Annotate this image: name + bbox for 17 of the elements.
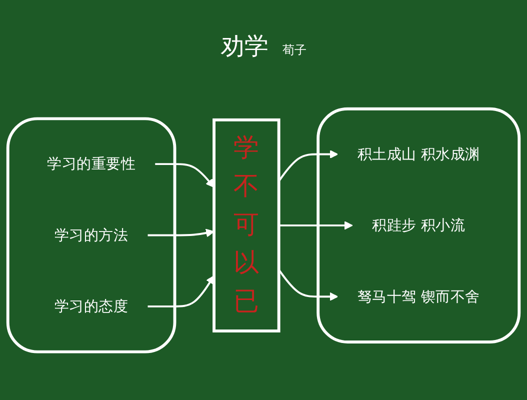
arrow <box>278 220 353 230</box>
node-box: 学不可以已 <box>212 118 280 332</box>
arrow <box>148 275 214 308</box>
arrow <box>278 150 338 182</box>
author-label: 荀子 <box>282 43 306 57</box>
arrow <box>148 228 214 237</box>
arrow <box>155 162 214 188</box>
node-text: 学习的方法 <box>54 226 128 244</box>
cluster <box>6 116 176 353</box>
node-text: 驽马十驾 锲而不舍 <box>357 287 480 305</box>
cluster <box>316 107 521 344</box>
node-text: 学习的态度 <box>54 297 128 315</box>
title: 劝学 <box>220 32 268 60</box>
node-text: 学习的重要性 <box>47 154 136 172</box>
arrow <box>278 268 338 301</box>
node-text: 积土成山 积水成渊 <box>357 144 480 163</box>
node-text: 积跬步 积小流 <box>372 216 466 234</box>
